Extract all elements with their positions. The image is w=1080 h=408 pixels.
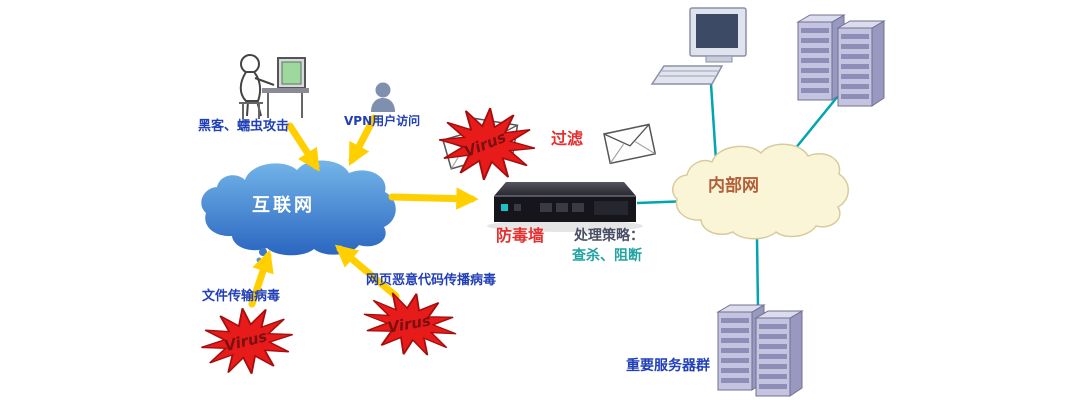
- arrow-vpn-to-internet: [348, 114, 378, 166]
- server-tower-icon: [797, 14, 845, 101]
- arrow-internet-to-firewall: [388, 187, 479, 210]
- arrow-file-virus-to-internet: [248, 249, 274, 308]
- vpn-user-icon: [371, 82, 395, 112]
- intranet-cloud: [672, 143, 849, 240]
- intranet-cloud-label: 内部网: [708, 176, 759, 196]
- server-group-icon: [717, 304, 803, 397]
- clean-envelope-icon: [603, 123, 656, 165]
- vpn-user-label: VPN用户访问: [344, 114, 421, 128]
- file-virus-label: 文件传输病毒: [202, 289, 281, 304]
- arrow-hacker-to-internet: [286, 122, 320, 172]
- hacker-label: 黑客、蠕虫攻击: [198, 119, 290, 134]
- filter-label: 过滤: [551, 129, 584, 148]
- firewall-device-icon: [487, 182, 643, 232]
- hacker-workstation-icon: [239, 54, 309, 119]
- server-group-label: 重要服务器群: [626, 358, 710, 374]
- link-intranet-to-desktop: [709, 83, 718, 161]
- web-virus-label: 网页恶意代码传播病毒: [366, 273, 497, 288]
- policy-title: 处理策略：: [574, 228, 644, 244]
- link-intranet-to-server-group: [755, 237, 760, 309]
- desktop-computer-icon: [650, 7, 747, 85]
- internet-cloud-label: 互联网: [252, 195, 315, 216]
- arrow-web-virus-to-internet: [334, 244, 400, 300]
- firewall-label: 防毒墙: [496, 226, 545, 245]
- policy-actions: 查杀、阻断: [572, 248, 642, 264]
- server-tower-icon: [837, 20, 885, 107]
